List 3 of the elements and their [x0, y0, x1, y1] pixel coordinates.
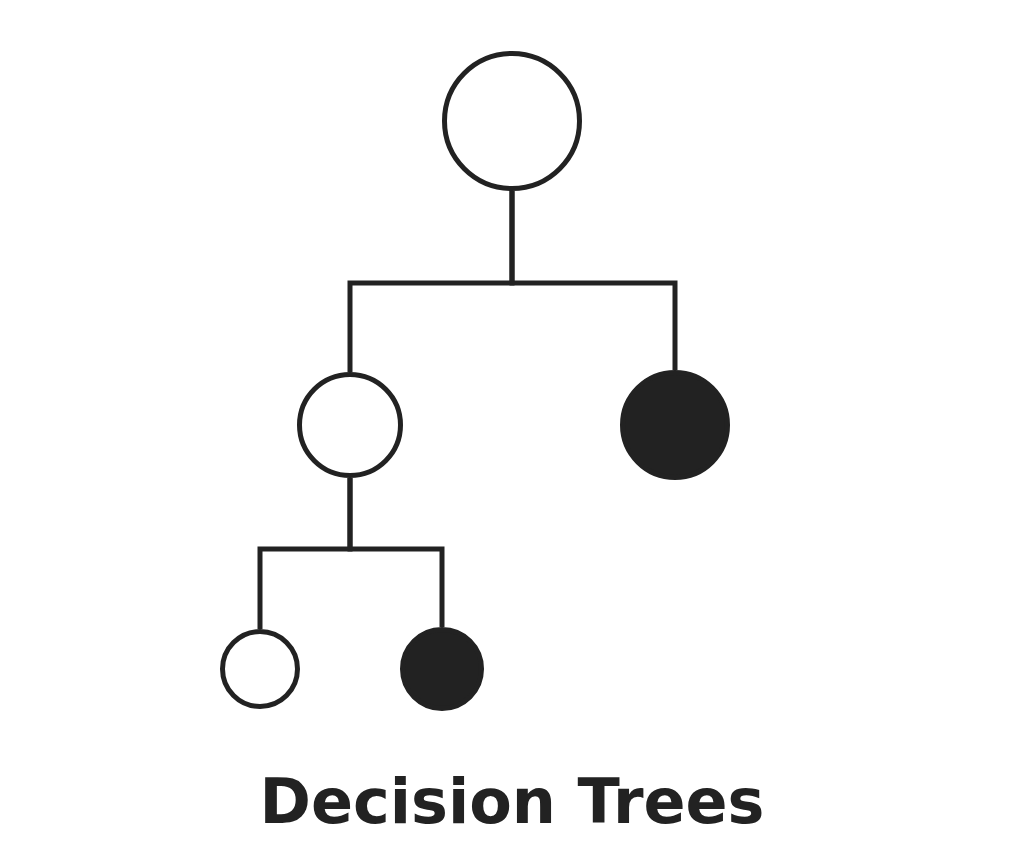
diagram-title: Decision Trees [259, 765, 765, 838]
connector-line [347, 478, 445, 627]
connector-line [509, 191, 678, 370]
